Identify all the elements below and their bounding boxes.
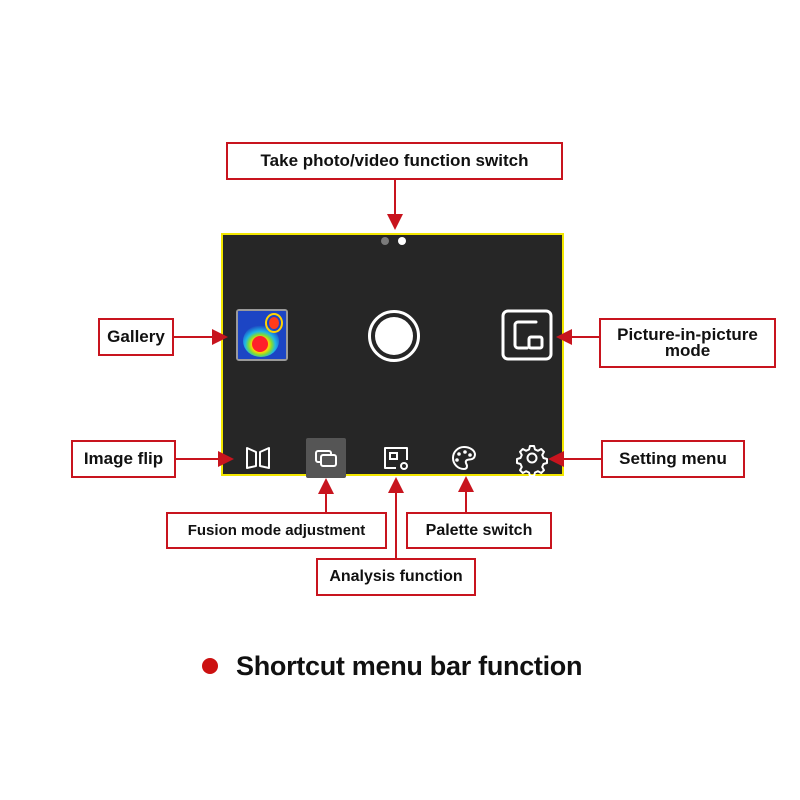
callout-palette-switch: Palette switch xyxy=(406,512,552,549)
page-indicator-dot-active[interactable] xyxy=(398,237,406,245)
page-indicator-dot[interactable] xyxy=(381,237,389,245)
image-flip-button[interactable] xyxy=(238,438,278,478)
gear-icon xyxy=(516,445,548,477)
fusion-mode-icon xyxy=(315,450,337,467)
palette-icon xyxy=(452,445,477,471)
shutter-button[interactable] xyxy=(368,310,420,362)
gallery-thumbnail[interactable] xyxy=(236,309,288,361)
analysis-icon xyxy=(384,447,408,470)
picture-in-picture-icon xyxy=(501,309,553,361)
callout-setting-menu: Setting menu xyxy=(601,440,745,478)
callout-analysis-function: Analysis function xyxy=(316,558,476,596)
palette-button[interactable] xyxy=(444,438,484,478)
callout-picture-in-picture: Picture-in-picture mode xyxy=(599,318,776,368)
callout-fusion-mode: Fusion mode adjustment xyxy=(166,512,387,549)
settings-button[interactable] xyxy=(512,438,552,478)
callout-photo-video-switch: Take photo/video function switch xyxy=(226,142,563,180)
thermal-image-icon xyxy=(238,311,286,359)
callout-picture-in-picture-line1: Picture-in-picture xyxy=(617,325,758,344)
callout-gallery: Gallery xyxy=(98,318,174,356)
analysis-button[interactable] xyxy=(376,438,416,478)
image-flip-icon xyxy=(246,447,270,469)
callout-picture-in-picture-line2: mode xyxy=(664,341,711,360)
fusion-mode-button[interactable] xyxy=(306,438,346,478)
callout-image-flip: Image flip xyxy=(71,440,176,478)
bullet-dot xyxy=(202,658,218,674)
picture-in-picture-button[interactable] xyxy=(501,309,553,361)
footer-title: Shortcut menu bar function xyxy=(236,651,583,681)
